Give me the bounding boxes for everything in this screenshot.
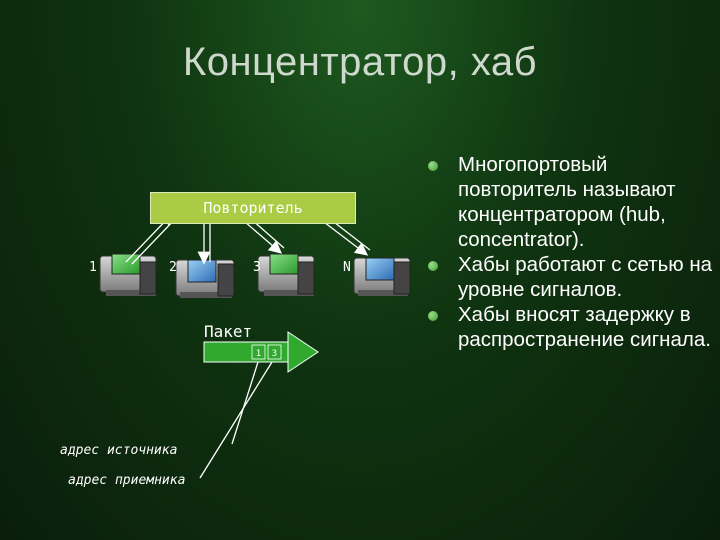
bullet-icon [428,311,438,321]
packet-label: Пакет [204,322,253,341]
packet-arrow: 1 3 [203,331,319,373]
packet-field-1-text: 1 [256,349,261,359]
bullet-item: Многопортовый повторитель называют конце… [428,152,718,252]
packet-field-2 [267,344,282,360]
address-pointers [199,361,273,479]
packet-field-2-text: 3 [272,349,277,359]
slide-title: Концентратор, хаб [182,40,538,84]
packet-field-1 [251,344,266,360]
computer-2-icon [175,259,235,298]
computer-3-icon [257,253,315,296]
bullet-item: Хабы вносят задержку в распространение с… [428,302,718,352]
computer-n-icon [353,257,411,296]
port-label-n: N [343,260,351,275]
bullet-text: Многопортовый повторитель называют конце… [458,153,676,251]
computer-1-icon [99,253,157,296]
bullet-item: Хабы работают с сетью на уровне сигналов… [428,252,718,302]
repeater-box: Повторитель [150,192,356,224]
bullet-list: Многопортовый повторитель называют конце… [428,152,718,352]
destination-address-label: адрес приемника [68,473,186,488]
port-label-2: 2 [169,260,177,275]
source-address-label: адрес источника [60,443,178,458]
bullet-text: Хабы работают с сетью на уровне сигналов… [458,253,713,301]
bullet-text: Хабы вносят задержку в распространение с… [458,303,711,351]
port-label-3: 3 [253,260,261,275]
bullet-icon [428,261,438,271]
port-label-1: 1 [89,260,97,275]
bullet-icon [428,161,438,171]
